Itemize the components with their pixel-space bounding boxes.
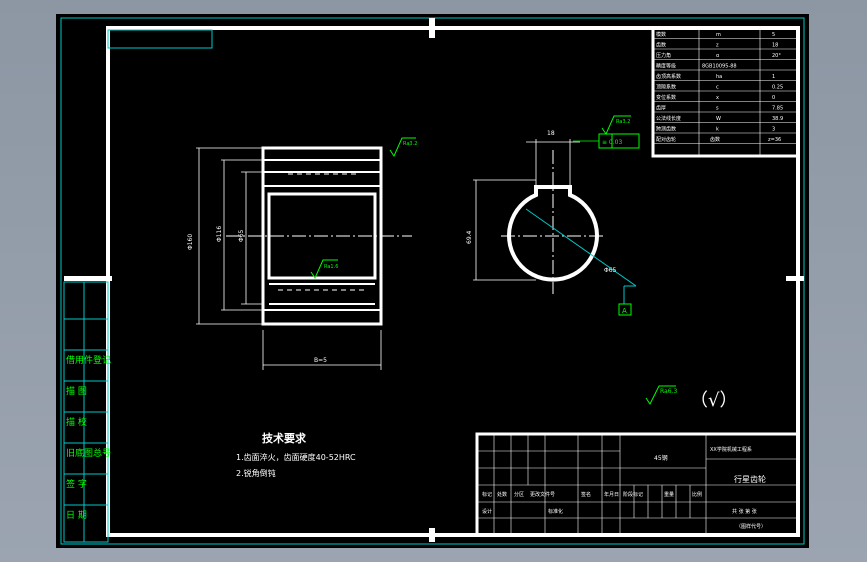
param-cell: 38.9 (772, 116, 783, 122)
dim-width: B=5 (314, 357, 327, 364)
tolerance-frame-label: ≡ 0.03 (602, 139, 622, 146)
title-part-name: 行星齿轮 (734, 474, 766, 484)
sign-label-3: 更改文件号 (530, 491, 555, 498)
side-label-3: 旧底图总号 (66, 447, 111, 459)
param-cell: 变位系数 (656, 94, 676, 101)
roughness-symbol-front-bore (310, 259, 338, 280)
dim-outer-diameter: Φ160 (187, 234, 194, 250)
side-label-5: 日 期 (66, 510, 87, 521)
param-cell: 7.85 (772, 106, 783, 112)
param-cell: 20° (772, 53, 781, 59)
param-cell: s (716, 106, 719, 112)
param-cell: α (716, 53, 720, 59)
drawing-frame (106, 26, 800, 537)
roughness-symbol-keyway (601, 115, 631, 136)
param-cell: 齿数 (656, 42, 666, 49)
side-label-table (63, 281, 109, 543)
dim-key-depth: 69.4 (466, 230, 473, 244)
center-mark-left (64, 276, 112, 281)
default-roughness-note: （√） (690, 390, 737, 411)
param-cell: W (716, 116, 721, 122)
default-roughness-label: Ra6.3 (660, 388, 677, 395)
code-box (107, 29, 213, 49)
param-cell: 3 (772, 127, 775, 133)
param-cell: 0 (772, 95, 775, 101)
drawing-canvas: 借用件登记 描 图 描 校 旧底图总号 签 字 日 期 Φ160 Φ11 (60, 17, 805, 545)
stage-label-standard: 标准化 (548, 508, 563, 515)
roughness-front-top-label: Ra3.2 (403, 141, 417, 147)
param-cell: 18 (772, 43, 778, 49)
datum-label: A (622, 307, 627, 315)
sign-label-2: 分区 (514, 491, 524, 498)
param-cell: k (716, 127, 719, 133)
scale-label-1: 重量 (664, 491, 674, 498)
dim-middle-diameter: Φ116 (216, 226, 223, 242)
param-cell: ha (716, 74, 722, 80)
param-cell: 模数 (656, 31, 666, 38)
dim-key-width: 18 (547, 130, 555, 137)
roughness-symbol-default (645, 385, 676, 405)
sign-label-4: 签名 (581, 491, 591, 498)
scale-label-0: 阶段标记 (623, 491, 643, 498)
tech-requirements-title: 技术要求 (262, 431, 307, 445)
param-cell: z (716, 43, 719, 49)
roughness-symbol-front-top (389, 137, 416, 158)
param-cell: 8GB10095-88 (702, 64, 737, 70)
param-cell: x (716, 95, 719, 101)
title-material: 45钢 (654, 454, 668, 462)
side-label-1: 描 图 (66, 385, 87, 397)
param-cell: 精度等级 (656, 63, 676, 70)
title-school: XX学院机械工程系 (710, 446, 752, 453)
tech-requirement-1: 1.齿面淬火，齿面硬度40-52HRC (236, 452, 356, 462)
param-table-cells: 模数 m 5 齿数 z 18 压力角 α 20° 精度等级 8GB10095-8… (656, 31, 783, 143)
param-cell: 齿数 (710, 136, 720, 143)
title-block (475, 432, 800, 537)
center-mark-top (429, 18, 435, 38)
param-cell: 齿顶高系数 (656, 73, 681, 80)
dim-bore-diameter: Φ65 (238, 229, 245, 242)
center-mark-right (786, 276, 804, 281)
param-cell: 压力角 (656, 52, 671, 59)
title-sheet-info: 共 张 第 张 (732, 508, 757, 515)
roughness-front-bore-label: Ra1.6 (324, 264, 338, 270)
roughness-keyway-label: Ra3.2 (616, 119, 630, 125)
param-cell: 5 (772, 32, 775, 38)
param-cell: c (716, 85, 719, 91)
param-cell: 齿厚 (656, 106, 666, 112)
param-cell: 1 (772, 74, 775, 80)
stage-label-design: 设计 (482, 508, 492, 515)
side-view (473, 133, 640, 316)
param-cell: 配对齿轮 (656, 136, 676, 143)
dim-side-bore: Φ65 (604, 267, 617, 274)
param-cell: m (716, 32, 721, 38)
tech-requirement-2: 2.锐角倒钝 (236, 468, 276, 478)
sign-label-1: 处数 (497, 491, 507, 498)
param-cell: 跨测齿数 (656, 126, 676, 133)
param-cell: 顶隙系数 (656, 84, 676, 91)
front-view (196, 146, 412, 370)
param-cell: z=36 (768, 137, 781, 143)
scale-label-2: 比例 (692, 491, 702, 498)
title-drawing-no: （图样代号） (736, 523, 766, 530)
center-mark-bottom (429, 528, 435, 542)
cad-viewport[interactable]: 借用件登记 描 图 描 校 旧底图总号 签 字 日 期 Φ160 Φ11 (56, 14, 809, 548)
sign-label-0: 标记 (482, 491, 492, 498)
side-label-2: 描 校 (66, 416, 87, 428)
side-label-0: 借用件登记 (66, 354, 111, 366)
param-cell: 0.25 (772, 85, 783, 91)
outer-border (60, 17, 805, 545)
param-cell: 公法线长度 (656, 115, 681, 122)
sign-label-5: 年月日 (604, 491, 619, 498)
side-label-4: 签 字 (66, 478, 87, 490)
param-table (651, 26, 800, 158)
